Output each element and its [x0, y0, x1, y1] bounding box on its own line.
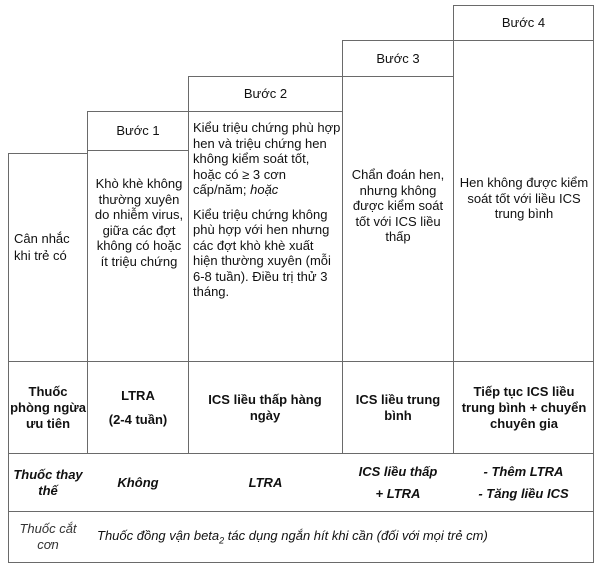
step-3-label: Bước 3: [376, 50, 420, 66]
step-1-header: Bước 1: [88, 112, 188, 150]
alternative-step4-cell: - Thêm LTRA - Tăng liều ICS: [478, 463, 569, 501]
preferred-step4-cell: Tiếp tục ICS liều trung bình + chuyển ch…: [461, 383, 587, 431]
consider-step2-cell: Kiểu triệu chứng phù hợp hen và triệu ch…: [193, 120, 341, 300]
step-4-header: Bước 4: [454, 6, 593, 40]
beta-subscript: 2: [219, 535, 225, 546]
preferred-step1-cell: LTRA (2-4 tuần): [108, 387, 168, 427]
step-2-label: Bước 2: [243, 86, 288, 101]
step-2-header: Bước 2: [189, 77, 342, 111]
preferred-step3-cell: ICS liều trung bình: [355, 391, 441, 423]
or-label: hoặc: [250, 182, 279, 197]
consider-step2-pattern-b: Kiểu triệu chứng không phù hợp với hen n…: [193, 206, 331, 300]
alternative-step3-cell: ICS liều thấp + LTRA: [358, 463, 438, 501]
consider-row-label: Cân nhắc khi trẻ có: [14, 231, 70, 263]
consider-step4-cell: Hen không được kiểm soát tốt với liều IC…: [459, 175, 589, 221]
preferred-step2-cell: ICS liều thấp hàng ngày: [208, 391, 322, 423]
step-1-label: Bước 1: [116, 123, 160, 138]
consider-step1-cell: Khò khè không thường xuyên do nhiễm viru…: [94, 176, 184, 269]
step-3-header: Bước 3: [343, 41, 453, 76]
alternative-step2-cell: LTRA: [248, 474, 283, 490]
preferred-row-label: Thuốc phòng ngừa ưu tiên: [10, 383, 86, 431]
reliever-cell: Thuốc đồng vận beta2 tác dụng ngắn hít k…: [97, 528, 488, 546]
consider-step2-pattern-a: Kiểu triệu chứng phù hợp hen và triệu ch…: [193, 120, 341, 197]
alternative-step1-cell: Không: [117, 474, 159, 490]
alternative-row-label: Thuốc thay thế: [13, 466, 83, 498]
step-4-label: Bước 4: [501, 15, 546, 30]
consider-step3-cell: Chẩn đoán hen, nhưng không được kiểm soá…: [351, 167, 445, 244]
reliever-row-label: Thuốc cắt cơn: [19, 521, 77, 552]
